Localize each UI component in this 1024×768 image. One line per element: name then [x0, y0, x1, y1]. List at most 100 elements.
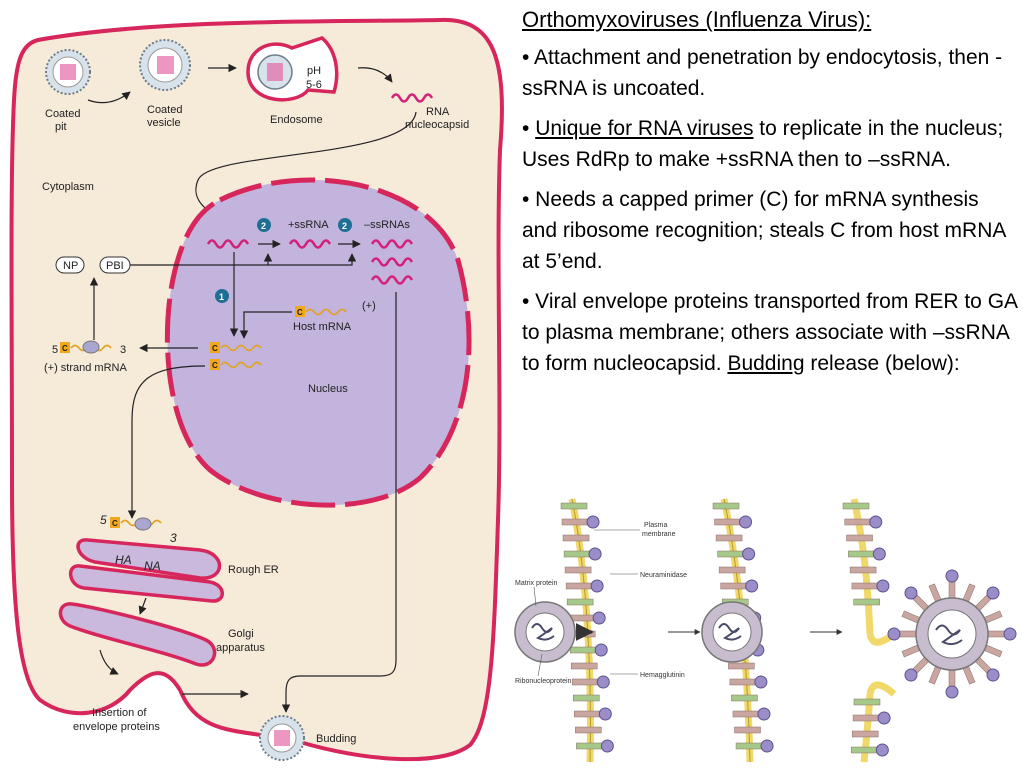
host-mrna-label: Host mRNA: [293, 321, 352, 333]
budding-membrane-panel-2: [701, 498, 774, 763]
svg-text:C: C: [297, 308, 303, 317]
rough-er-label: Rough ER: [228, 564, 279, 576]
membrane-spike: [566, 598, 594, 606]
bullet-replication: • Unique for RNA viruses to replicate in…: [522, 113, 1018, 175]
coated-vesicle: [139, 39, 191, 91]
matrix-protein-label: Matrix protein: [515, 580, 558, 587]
membrane-spike: [561, 518, 589, 526]
membrane-spike: [851, 746, 878, 754]
np-protein: NP: [55, 256, 85, 274]
svg-text:PBI: PBI: [106, 260, 124, 272]
cytoplasm-label: Cytoplasm: [42, 181, 94, 193]
neuraminidase-ball: [586, 515, 600, 529]
bullet-capped-primer: • Needs a capped primer (C) for mRNA syn…: [522, 188, 1006, 273]
svg-text:2: 2: [342, 221, 347, 231]
membrane-spike: [853, 698, 881, 706]
membrane-spike: [562, 534, 590, 542]
neuraminidase-ball: [592, 611, 606, 625]
plus-ssrna-label: +ssRNA: [288, 219, 329, 231]
membrane-spike: [851, 582, 879, 590]
membrane-spike: [731, 694, 758, 702]
capped-mrna-1: C: [210, 342, 262, 353]
budding-figure: Matrix protein Ribonucleoprotein Plasma …: [514, 498, 1017, 763]
membrane-spike: [576, 742, 603, 750]
page-title: Orthomyxoviruses (Influenza Virus):: [522, 7, 872, 32]
bullet-envelope: • Viral envelope proteins transported fr…: [522, 286, 1018, 379]
coated-pit-label-1: Coated: [45, 108, 80, 120]
neuraminidase-ball: [745, 579, 759, 593]
membrane-spike: [715, 534, 743, 542]
step-2-badge-b: 2: [338, 218, 352, 232]
membrane-spike: [842, 502, 870, 510]
membrane-spike: [574, 710, 601, 718]
host-mrna-cap: C: [295, 306, 305, 317]
bullet-replication-underlined: Unique for RNA viruses: [535, 117, 754, 140]
virion-spike: [948, 580, 956, 600]
membrane-spike: [729, 678, 757, 686]
membrane-spike: [852, 714, 880, 722]
neuraminidase-ball: [596, 675, 610, 689]
ha-label: HA: [115, 553, 132, 567]
er-ribosome-icon: [134, 517, 152, 531]
golgi-label-1: Golgi: [228, 628, 254, 640]
virion-neuraminidase-ball: [945, 685, 959, 699]
svg-text:1: 1: [219, 292, 224, 302]
step-2-badge-a: 2: [257, 218, 271, 232]
viral-replication-diagram: Coated pit Coated vesicle pH 5-6 Endosom…: [9, 17, 504, 762]
virion-neuraminidase-ball: [904, 586, 918, 600]
svg-text:C: C: [212, 361, 218, 370]
cytoplasm-mrna-cap-label: C: [62, 344, 68, 353]
text-panel: Orthomyxoviruses (Influenza Virus): • At…: [522, 6, 1018, 388]
membrane-spike: [734, 726, 761, 734]
membrane-spike: [720, 582, 747, 590]
er-five-prime: 5: [100, 513, 107, 527]
insertion-label-1: Insertion of: [92, 707, 147, 719]
budding-virion: [259, 715, 305, 761]
neuraminidase-ball: [600, 739, 614, 753]
insertion-label-2: envelope proteins: [73, 721, 160, 733]
membrane-spike: [848, 550, 875, 558]
membrane-spike: [846, 534, 873, 542]
membrane-spike: [570, 662, 598, 670]
membrane-spike: [728, 662, 755, 670]
membrane-spike: [717, 550, 744, 558]
coated-pit-label-2: pit: [55, 121, 67, 133]
neuraminidase-label: Neuraminidase: [640, 572, 687, 579]
nucleus-label: Nucleus: [308, 383, 348, 395]
step-1-badge: 1: [215, 289, 229, 303]
rna-nucleocapsid-wave: [390, 93, 434, 103]
capped-mrna-2: C: [210, 359, 262, 370]
bullet-replication-prefix: •: [522, 117, 536, 140]
bullet-replication-rest: to replicate in the nucleus; Uses RdRp t…: [522, 117, 1004, 171]
membrane-spike: [712, 502, 740, 510]
rna-label-2: nucleocapsid: [405, 119, 469, 131]
pbi-protein: PBI: [99, 256, 131, 274]
coated-vesicle-label-1: Coated: [147, 104, 182, 116]
neuraminidase-ball: [590, 579, 604, 593]
plasma-label-1: Plasma: [644, 522, 667, 529]
budding-membrane-panel-3: [842, 498, 1017, 763]
virion-neuraminidase-ball: [887, 627, 901, 641]
bullet-envelope-underlined: Budding: [727, 352, 805, 375]
virion-neuraminidase-ball: [945, 569, 959, 583]
neuraminidase-ball: [739, 515, 753, 529]
rna-label-1: RNA: [426, 106, 450, 118]
hemagglutinin-label: Hemagglutinin: [640, 672, 685, 679]
virion-spike: [986, 630, 1006, 638]
bullet-envelope-prefix: • Viral envelope proteins transported fr…: [522, 290, 1017, 375]
membrane-spike: [718, 566, 746, 574]
endosome-label: Endosome: [270, 114, 323, 126]
virion-spike: [948, 668, 956, 688]
bullet-attachment: • Attachment and penetration by endocyto…: [522, 46, 1003, 100]
neuraminidase-ball: [760, 739, 774, 753]
five-prime-label: 5: [52, 344, 58, 356]
membrane-spike: [564, 566, 592, 574]
neuraminidase-ball: [742, 547, 756, 561]
na-label: NA: [144, 559, 161, 573]
membrane-spike: [732, 710, 760, 718]
neuraminidase-ball: [754, 675, 768, 689]
ribosome-icon: [82, 340, 100, 354]
endosome: [246, 36, 339, 102]
minus-ssrnas-label: –ssRNAs: [364, 219, 410, 231]
membrane-spike: [735, 742, 763, 750]
